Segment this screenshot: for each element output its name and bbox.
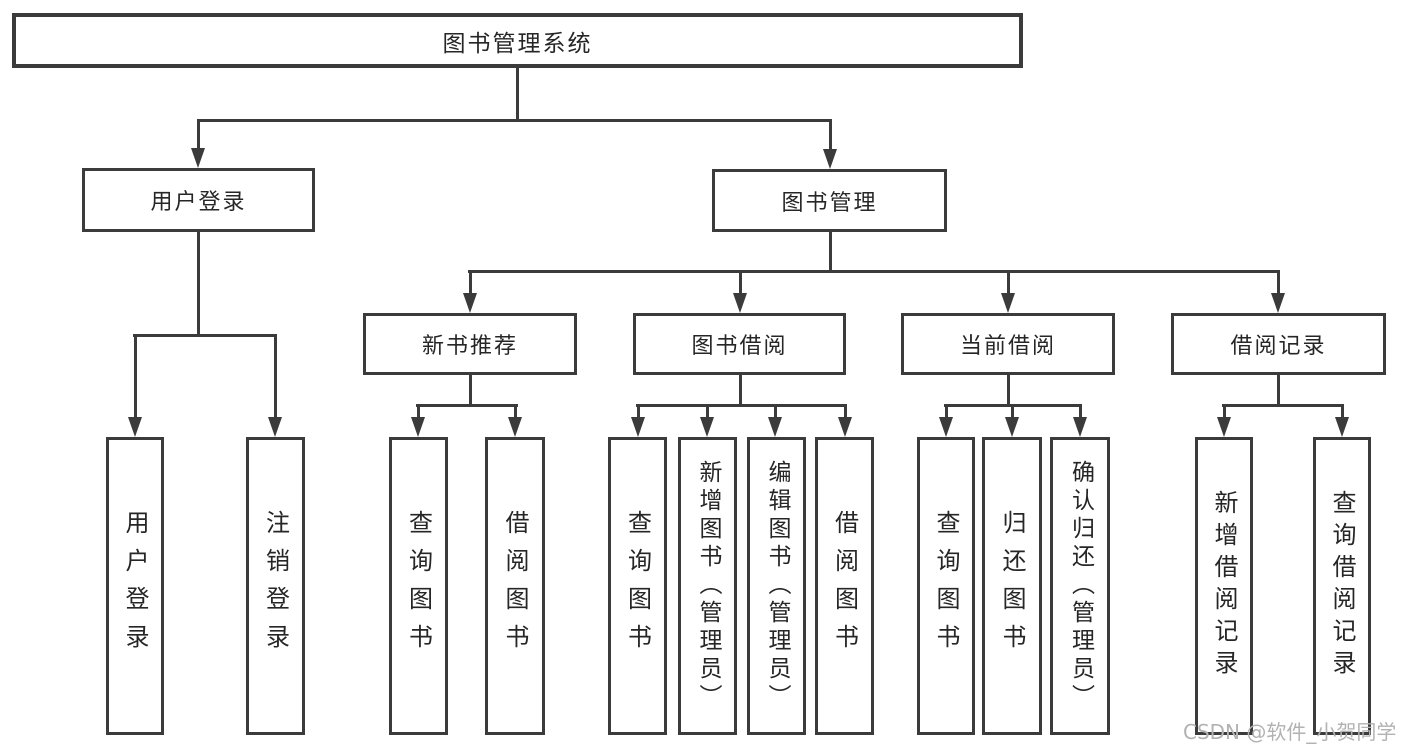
node-ul-logout: 注销登录: [246, 437, 305, 735]
node-nbr-query: 查询图书: [389, 437, 448, 735]
arrowhead-book-mgmt: [823, 149, 837, 169]
connector-to-ul-login: [134, 334, 137, 420]
arrowhead-book-borrow: [733, 293, 747, 313]
node-cb-confirm: 确认归还（管理员）: [1050, 437, 1110, 735]
connector-to-ul-logout: [274, 334, 277, 420]
connector-to-user-login: [197, 119, 200, 151]
connector-to-cb-confirm: [1079, 404, 1082, 420]
connector-to-bb-edit: [774, 404, 777, 420]
arrowhead-new-book-rec: [463, 293, 477, 313]
connector-to-bb-query: [637, 404, 640, 420]
arrowhead-br-query: [1335, 417, 1349, 437]
arrowhead-br-add: [1217, 417, 1231, 437]
node-user-login: 用户登录: [82, 168, 315, 232]
node-current-borrow: 当前借阅: [901, 313, 1115, 375]
node-root: 图书管理系统: [12, 13, 1023, 68]
connector-to-current-borrow: [1007, 270, 1010, 296]
connector-to-br-query: [1341, 404, 1344, 420]
arrowhead-ul-login: [128, 417, 142, 437]
arrowhead-nbr-query: [411, 417, 425, 437]
connector-to-nbr-query: [417, 404, 420, 420]
connector-to-book-borrow: [739, 270, 742, 296]
arrowhead-current-borrow: [1001, 293, 1015, 313]
arrowhead-borrow-records: [1271, 293, 1285, 313]
node-book-mgmt: 图书管理: [712, 169, 947, 232]
arrowhead-cb-return: [1005, 417, 1019, 437]
connector-to-borrow-records: [1277, 270, 1280, 296]
node-book-borrow: 图书借阅: [633, 313, 846, 375]
connector-book-borrow-bus: [636, 404, 847, 407]
csdn-watermark: CSDN @软件_小贺同学: [1183, 720, 1397, 744]
node-br-query: 查询借阅记录: [1313, 437, 1371, 735]
arrowhead-ul-logout: [268, 417, 282, 437]
node-br-add: 新增借阅记录: [1195, 437, 1253, 735]
node-bb-query: 查询图书: [608, 437, 667, 735]
connector-to-bb-add: [706, 404, 709, 420]
connector-to-cb-query: [945, 404, 948, 420]
connector-to-bb-borrow: [844, 404, 847, 420]
connector-to-nbr-borrow: [514, 404, 517, 420]
connector-to-book-mgmt: [829, 119, 832, 151]
connector-to-br-add: [1223, 404, 1226, 420]
arrowhead-bb-add: [700, 417, 714, 437]
arrowhead-nbr-borrow: [508, 417, 522, 437]
node-bb-borrow: 借阅图书: [815, 437, 874, 735]
connector-borrow-records-bus: [1222, 404, 1344, 407]
connector-new-book-rec-stem: [469, 375, 472, 406]
connector-borrow-records-stem: [1277, 375, 1280, 406]
node-cb-query: 查询图书: [917, 437, 975, 735]
connector-book-mgmt-bus: [468, 270, 1280, 273]
arrowhead-cb-query: [939, 417, 953, 437]
connector-root-bus: [197, 119, 832, 122]
connector-user-login-stem: [197, 232, 200, 335]
arrowhead-bb-query: [631, 417, 645, 437]
node-new-book-rec: 新书推荐: [363, 313, 577, 375]
arrowhead-bb-borrow: [838, 417, 852, 437]
node-nbr-borrow: 借阅图书: [485, 437, 545, 735]
connector-to-cb-return: [1011, 404, 1014, 420]
arrowhead-user-login: [191, 148, 205, 168]
connector-root-stem: [516, 68, 519, 121]
connector-book-mgmt-stem: [829, 232, 832, 273]
node-cb-return: 归还图书: [982, 437, 1042, 735]
arrowhead-bb-edit: [768, 417, 782, 437]
arrowhead-cb-confirm: [1073, 417, 1087, 437]
connector-to-new-book-rec: [469, 270, 472, 296]
connector-new-book-rec-bus: [416, 404, 518, 407]
node-ul-login: 用户登录: [106, 437, 164, 735]
connector-current-borrow-stem: [1007, 375, 1010, 406]
connector-book-borrow-stem: [739, 375, 742, 406]
connector-user-login-bus: [133, 334, 277, 337]
node-borrow-records: 借阅记录: [1171, 313, 1386, 375]
node-bb-add: 新增图书（管理员）: [678, 437, 737, 735]
node-bb-edit: 编辑图书（管理员）: [747, 437, 806, 735]
